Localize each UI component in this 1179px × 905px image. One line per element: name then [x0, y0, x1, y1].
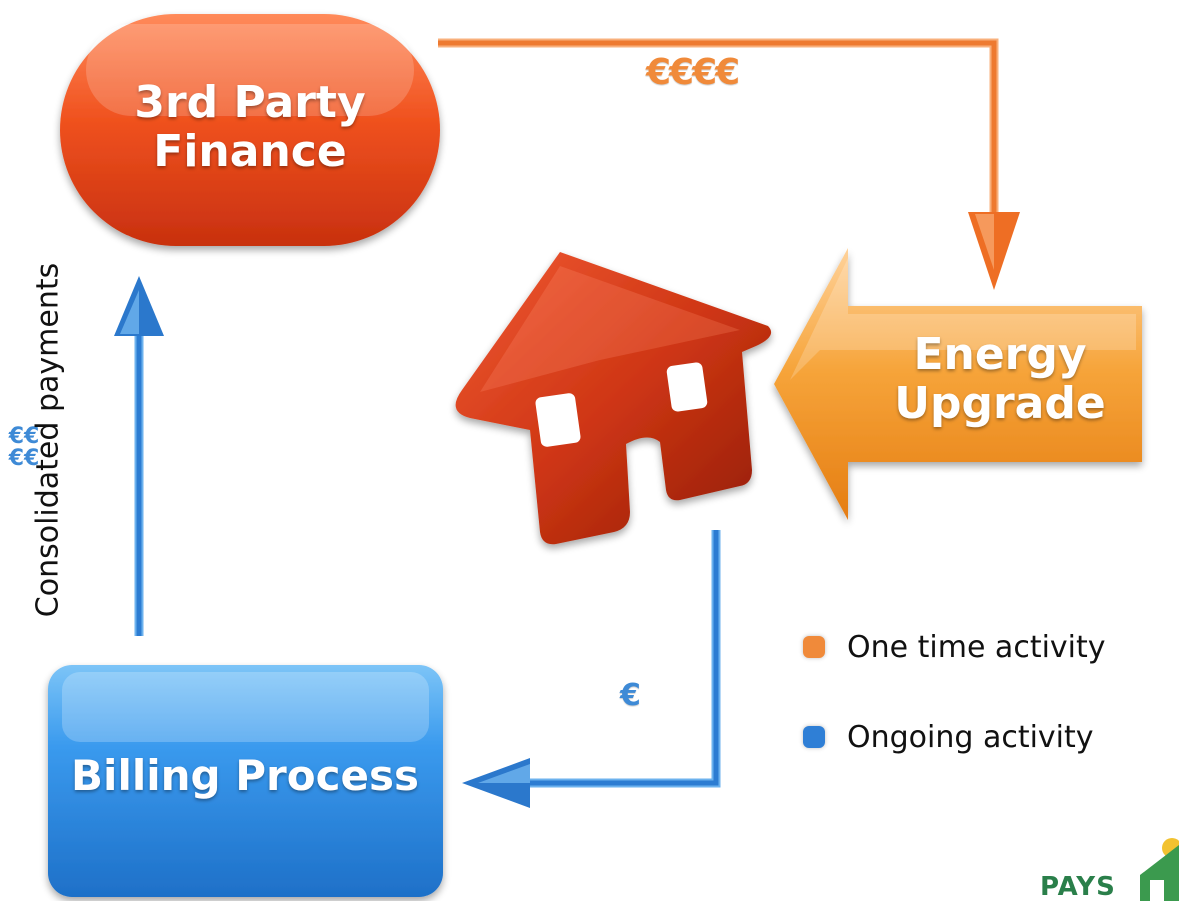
billing-process-label: Billing Process	[71, 751, 419, 800]
finance-label-line2: Finance	[153, 126, 347, 178]
legend-item-ongoing: Ongoing activity	[803, 715, 1094, 759]
legend-label-one-time: One time activity	[847, 629, 1106, 665]
legend-item-one-time: One time activity	[803, 625, 1106, 669]
energy-label-line2: Upgrade	[894, 378, 1106, 430]
finance-label-line1: 3rd Party	[134, 77, 366, 128]
legend-label-ongoing: Ongoing activity	[847, 719, 1094, 755]
legend-swatch-orange	[803, 636, 825, 658]
billing-process-node	[48, 665, 443, 897]
house-to-billing-arrow	[462, 530, 721, 808]
pays-logo-graphic	[1140, 838, 1179, 901]
finance-to-upgrade-arrow	[438, 38, 1020, 290]
house-icon	[455, 252, 772, 545]
consolidated-euro-line1: €€	[8, 424, 40, 449]
billing-to-finance-arrow	[114, 276, 164, 636]
energy-upgrade-node	[774, 248, 1142, 520]
pays-logo-text: PAYS	[1040, 872, 1116, 901]
energy-label-line1: Energy	[913, 329, 1087, 380]
consolidated-euro-label: €€ €€	[4, 426, 44, 470]
legend-swatch-blue	[803, 726, 825, 748]
energy-upgrade-label: Energy Upgrade	[880, 330, 1120, 429]
consolidated-payments-text: Consolidated payments	[30, 262, 66, 618]
third-party-finance-node	[60, 14, 440, 246]
finance-to-upgrade-euro-label: €€€€	[646, 52, 740, 93]
consolidated-euro-line2: €€	[8, 446, 40, 471]
finance-node-label: 3rd Party Finance	[70, 78, 430, 177]
house-to-billing-euro-label: €	[620, 678, 641, 713]
pays-logo: PAYS	[1030, 832, 1179, 901]
